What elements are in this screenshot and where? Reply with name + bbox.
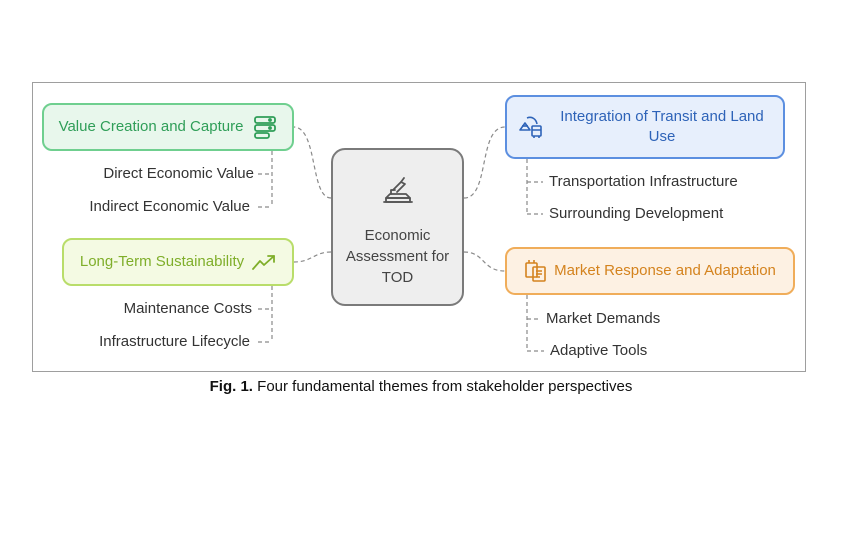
sub-market-demands: Market Demands <box>546 310 661 327</box>
transit-economics-icon <box>381 176 415 211</box>
theme-market-response: Market Response and Adaptation <box>505 247 795 295</box>
figure-caption: Fig. 1. Four fundamental themes from sta… <box>0 378 842 395</box>
transit-landuse-icon <box>518 114 544 140</box>
sub-direct-economic-value: Direct Economic Value <box>103 165 254 182</box>
theme-long-term-sustainability: Long-Term Sustainability <box>62 238 294 286</box>
caption-label: Fig. 1. <box>209 378 253 395</box>
sub-surrounding-development: Surrounding Development <box>549 205 724 222</box>
trend-up-icon <box>252 253 276 271</box>
theme-integration-transit-land-use: Integration of Transit and Land Use <box>505 95 785 159</box>
theme-market-label: Market Response and Adaptation <box>554 262 776 279</box>
sub-maintenance-costs: Maintenance Costs <box>123 300 252 317</box>
theme-long-term-label: Long-Term Sustainability <box>79 253 245 270</box>
sub-infrastructure-lifecycle: Infrastructure Lifecycle <box>99 333 250 350</box>
theme-integration-label: Integration of Transit and Land Use <box>560 108 764 145</box>
caption-text: Four fundamental themes from stakeholder… <box>257 378 633 395</box>
market-docs-icon <box>524 259 548 283</box>
theme-value-creation-label: Value Creation and Capture <box>58 118 244 135</box>
sub-indirect-economic-value: Indirect Economic Value <box>89 198 250 215</box>
center-node: Economic Assessment for TOD <box>331 148 464 306</box>
theme-value-creation: Value Creation and Capture <box>42 103 294 151</box>
sub-adaptive-tools: Adaptive Tools <box>550 342 648 359</box>
sub-transportation-infrastructure: Transportation Infrastructure <box>549 173 738 190</box>
center-title: Economic Assessment for TOD <box>345 227 450 286</box>
stacked-layers-icon <box>253 115 277 139</box>
